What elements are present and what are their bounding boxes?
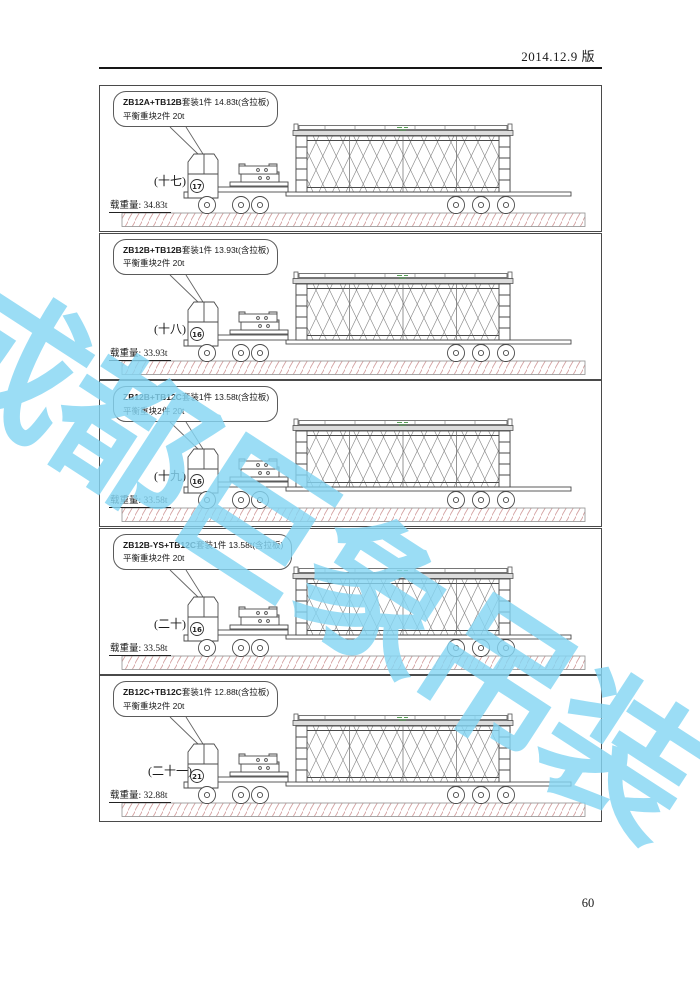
lattice-boom-section <box>295 135 511 193</box>
counterweight-blocks <box>238 458 280 478</box>
wheels <box>198 638 515 657</box>
truck-number: 17 <box>192 183 202 191</box>
truck-trailer-diagram: 17 <box>121 123 586 227</box>
load-weight-label: 载重量: 33.93t <box>109 345 171 361</box>
lattice-boom-section <box>295 725 511 783</box>
spec-line1: ZB12B-YS+TB12C套装1件 13.58t(含拉板) <box>123 539 283 553</box>
load-weight-label: 载重量: 33.58t <box>109 492 171 508</box>
transport-panel: 16 ZB12B+TB12C套装1件 13.58t(含拉板) 平衡重块2件 20… <box>99 380 602 527</box>
wheels <box>198 343 515 362</box>
callout-leader-line <box>169 421 204 451</box>
panel-index-label: (十七) <box>154 174 186 188</box>
center-mark-green <box>397 717 408 721</box>
lattice-boom-section <box>295 283 511 340</box>
truck-cab <box>183 596 219 641</box>
spec-line2: 平衡重块2件 20t <box>123 405 185 416</box>
center-mark-green <box>397 127 408 131</box>
panel-index-label: (二十一) <box>148 764 192 778</box>
boom-top-beam <box>292 123 514 136</box>
spec-callout: ZB12B+TB12C套装1件 13.58t(含拉板) 平衡重块2件 20t <box>113 386 279 423</box>
lattice-boom-section <box>295 430 511 488</box>
wheels <box>198 786 515 804</box>
page-number: 60 <box>581 896 595 910</box>
boom-top-beam <box>292 271 514 284</box>
version-label: 2014.12.9 版 <box>521 49 595 64</box>
center-mark-green <box>397 422 408 426</box>
spec-line2: 平衡重块2件 20t <box>123 258 185 269</box>
truck-number: 21 <box>192 773 202 781</box>
spec-line1: ZB12B+TB12C套装1件 13.58t(含拉板) <box>123 391 269 405</box>
callout-leader-line <box>169 716 204 746</box>
set-weight: 套装1件 13.58t(含拉板) <box>195 539 284 550</box>
set-weight: 套装1件 13.93t(含拉板) <box>181 244 270 255</box>
transport-panel: 21 ZB12C+TB12C套装1件 12.88t(含拉板) 平衡重块2件 20… <box>99 675 602 822</box>
transport-panel: 16 ZB12B-YS+TB12C套装1件 13.58t(含拉板) 平衡重块2件… <box>99 527 602 675</box>
header-rule <box>99 67 602 69</box>
callout-leader-line <box>169 569 204 598</box>
spec-line2: 平衡重块2件 20t <box>123 110 185 121</box>
truck-trailer-diagram: 21 <box>121 713 586 817</box>
wheels <box>198 491 515 509</box>
trailer <box>214 181 572 197</box>
load-weight-label: 载重量: 34.83t <box>109 197 171 213</box>
transport-panel: 16 ZB12B+TB12B套装1件 13.93t(含拉板) 平衡重块2件 20… <box>99 232 602 380</box>
truck-number: 16 <box>192 478 202 486</box>
spec-line2: 平衡重块2件 20t <box>123 553 185 564</box>
spec-line1: ZB12A+TB12B套装1件 14.83t(含拉板) <box>123 96 269 110</box>
transport-panel: 17 ZB12A+TB12B套装1件 14.83t(含拉板) 平衡重块2件 20… <box>99 85 602 232</box>
panel-index-label: (十九) <box>154 469 186 483</box>
counterweight-blocks <box>238 753 280 773</box>
truck-cab <box>183 743 219 789</box>
boom-top-beam <box>292 418 514 431</box>
panel-index-label: (二十) <box>154 616 186 631</box>
ground-hatch <box>121 802 586 817</box>
boom-top-beam <box>292 566 514 579</box>
callout-leader-line <box>169 126 204 156</box>
counterweight-blocks <box>238 311 280 330</box>
set-code: ZB12B+TB12B <box>123 244 182 255</box>
truck-number: 16 <box>192 625 202 633</box>
callout-leader-line <box>169 274 204 303</box>
ground-hatch <box>121 655 586 670</box>
wheels <box>198 196 515 214</box>
set-code: ZB12A+TB12B <box>123 97 182 107</box>
center-mark-green <box>397 274 408 278</box>
set-weight: 套装1件 12.88t(含拉板) <box>181 687 270 697</box>
ground-hatch <box>121 212 586 227</box>
panel-index-label: (十八) <box>154 321 186 336</box>
truck-cab <box>183 301 219 346</box>
set-weight: 套装1件 14.83t(含拉板) <box>181 97 270 107</box>
set-code: ZB12B-YS+TB12C <box>123 539 196 550</box>
spec-callout: ZB12B+TB12B套装1件 13.93t(含拉板) 平衡重块2件 20t <box>113 238 279 275</box>
spec-callout: ZB12C+TB12C套装1件 12.88t(含拉板) 平衡重块2件 20t <box>113 681 279 718</box>
spec-line1: ZB12B+TB12B套装1件 13.93t(含拉板) <box>123 244 269 258</box>
truck-cab <box>183 153 219 199</box>
counterweight-blocks <box>238 163 280 183</box>
ground-hatch <box>121 360 586 375</box>
truck-number: 16 <box>192 330 202 338</box>
boom-top-beam <box>292 713 514 726</box>
truck-cab <box>183 448 219 494</box>
lattice-boom-section <box>295 578 511 635</box>
ground-hatch <box>121 507 586 522</box>
set-weight: 套装1件 13.58t(含拉板) <box>181 392 270 402</box>
load-weight-label: 载重量: 33.58t <box>109 640 171 656</box>
load-weight-label: 载重量: 32.88t <box>109 787 171 803</box>
spec-callout: ZB12A+TB12B套装1件 14.83t(含拉板) 平衡重块2件 20t <box>113 91 279 128</box>
set-code: ZB12B+TB12C <box>123 392 182 402</box>
center-mark-green <box>397 569 408 573</box>
truck-trailer-diagram: 16 <box>121 271 586 375</box>
set-code: ZB12C+TB12C <box>123 687 182 697</box>
spec-callout: ZB12B-YS+TB12C套装1件 13.58t(含拉板) 平衡重块2件 20… <box>113 533 293 570</box>
spec-line2: 平衡重块2件 20t <box>123 700 185 711</box>
truck-trailer-diagram: 16 <box>121 418 586 522</box>
truck-trailer-diagram: 16 <box>121 566 586 670</box>
counterweight-blocks <box>238 606 280 625</box>
spec-line1: ZB12C+TB12C套装1件 12.88t(含拉板) <box>123 686 269 700</box>
